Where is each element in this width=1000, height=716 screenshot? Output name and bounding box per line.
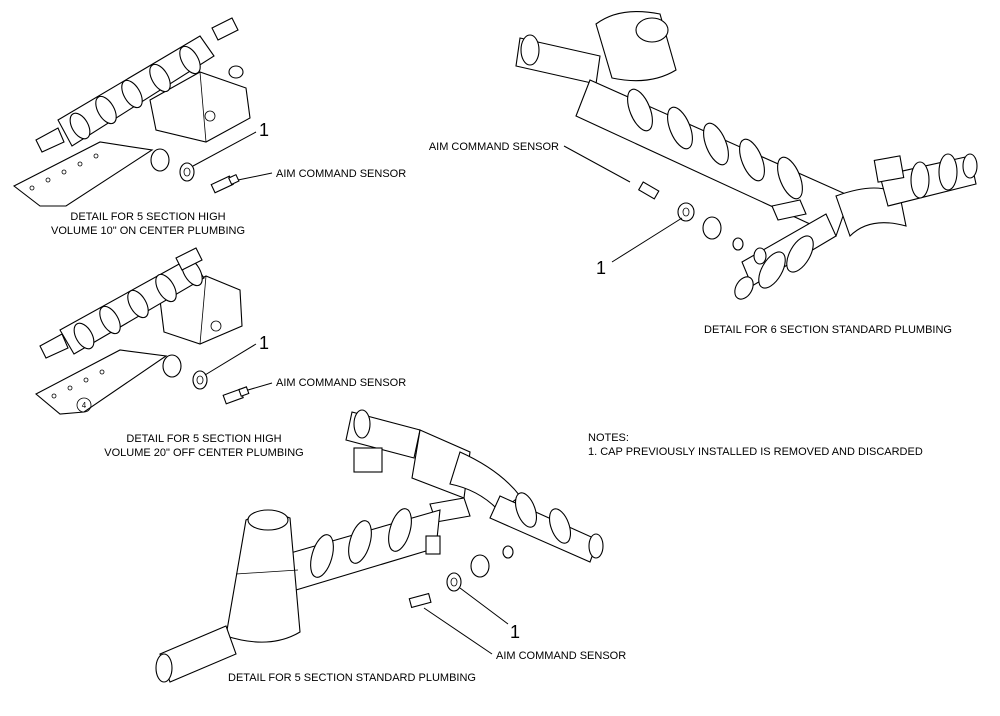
hose-barb bbox=[211, 17, 239, 41]
notes-heading: NOTES: bbox=[588, 432, 629, 444]
detail-caption-line2: VOLUME 20" OFF CENTER PLUMBING bbox=[104, 447, 304, 459]
mounting-bracket bbox=[12, 141, 154, 207]
drain-fitting bbox=[425, 535, 441, 555]
detail-caption-line2: VOLUME 10" ON CENTER PLUMBING bbox=[51, 225, 245, 237]
sensor-label: AIM COMMAND SENSOR bbox=[429, 141, 559, 153]
gasket bbox=[179, 162, 195, 182]
item-number: 1 bbox=[510, 622, 520, 642]
leader-line bbox=[247, 382, 273, 391]
aim-command-sensor bbox=[210, 173, 240, 194]
notes-block: NOTES: 1. CAP PREVIOUSLY INSTALLED IS RE… bbox=[588, 432, 923, 458]
detail-hv-20-off-center: 4 1 AIM COMMAND SENSOR DETAIL FOR 5 SECT… bbox=[35, 247, 406, 459]
gasket bbox=[446, 572, 462, 592]
leader-line bbox=[423, 607, 493, 655]
coupler bbox=[470, 554, 490, 578]
mounting-bracket bbox=[35, 349, 168, 415]
leader-line bbox=[192, 131, 257, 167]
pipe-couplings bbox=[627, 88, 803, 200]
detail-caption: DETAIL FOR 5 SECTION STANDARD PLUMBING bbox=[228, 672, 476, 684]
leader-line bbox=[563, 145, 631, 183]
coupler bbox=[150, 148, 170, 172]
valve-body bbox=[353, 447, 383, 473]
leader-line bbox=[611, 217, 683, 263]
coupler bbox=[702, 216, 722, 240]
leader-line bbox=[459, 587, 509, 625]
bracket-mark-circle bbox=[76, 397, 92, 413]
bracket-holes bbox=[51, 369, 105, 399]
detail-caption-line1: DETAIL FOR 5 SECTION HIGH bbox=[70, 211, 225, 223]
sensor-label: AIM COMMAND SENSOR bbox=[496, 650, 626, 662]
coupler bbox=[162, 354, 182, 378]
item-number: 1 bbox=[596, 258, 606, 278]
pipe-couplings bbox=[310, 508, 412, 578]
gasket bbox=[677, 202, 695, 222]
pipe-couplings bbox=[69, 45, 201, 140]
aim-command-sensor bbox=[222, 386, 250, 405]
aim-command-sensor bbox=[408, 592, 432, 609]
item-number: 1 bbox=[259, 120, 269, 140]
leader-line bbox=[237, 172, 273, 181]
hose-barb bbox=[35, 127, 65, 153]
detail-caption: DETAIL FOR 6 SECTION STANDARD PLUMBING bbox=[704, 324, 952, 336]
hose-barb bbox=[39, 333, 69, 359]
aim-command-sensor bbox=[637, 181, 660, 200]
o-ring bbox=[732, 237, 744, 251]
note-item: 1. CAP PREVIOUSLY INSTALLED IS REMOVED A… bbox=[588, 446, 923, 458]
detail-hv-10-on-center: 1 AIM COMMAND SENSOR DETAIL FOR 5 SECTIO… bbox=[12, 17, 406, 237]
detail-caption-line1: DETAIL FOR 5 SECTION HIGH bbox=[126, 433, 281, 445]
valve-body bbox=[873, 155, 905, 183]
bracket-mark: 4 bbox=[82, 401, 87, 410]
mounting-bracket bbox=[771, 199, 807, 221]
o-ring bbox=[502, 545, 514, 559]
sensor-label: AIM COMMAND SENSOR bbox=[276, 168, 406, 180]
sensor-label: AIM COMMAND SENSOR bbox=[276, 377, 406, 389]
bracket-holes bbox=[29, 153, 99, 191]
filter-housing bbox=[225, 512, 301, 643]
detail-six-section-standard: AIM COMMAND SENSOR 1 DETAIL FOR 6 SECTIO… bbox=[429, 11, 978, 336]
detail-five-section-standard: 1 AIM COMMAND SENSOR DETAIL FOR 5 SECTIO… bbox=[155, 409, 626, 684]
hose-barb bbox=[175, 247, 203, 271]
item-number: 1 bbox=[259, 333, 269, 353]
gasket bbox=[192, 370, 208, 390]
leader-line bbox=[204, 343, 257, 376]
